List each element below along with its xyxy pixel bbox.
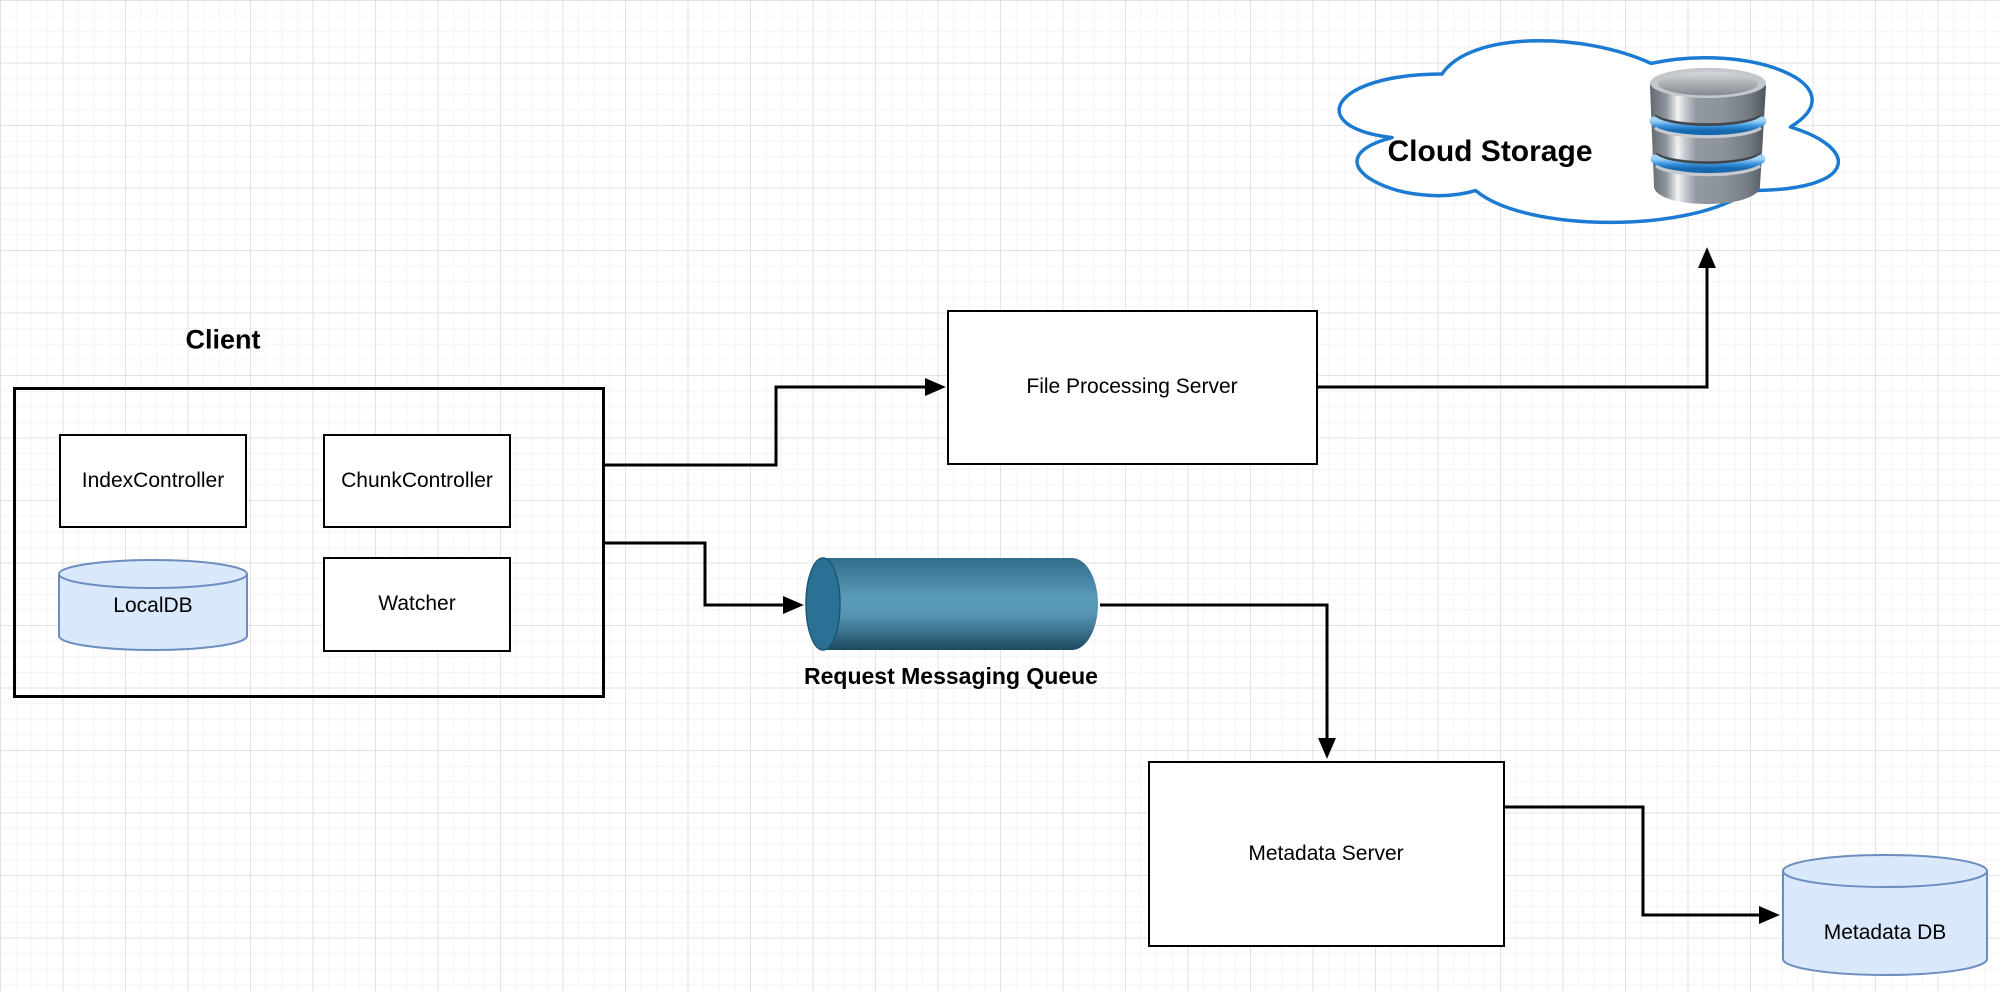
file-processing-server-box bbox=[947, 310, 1318, 465]
cloud-storage-label: Cloud Storage bbox=[1387, 134, 1593, 168]
client-group-box bbox=[13, 387, 605, 698]
edge-file-processing-server-to-cloud-storage bbox=[1318, 247, 1716, 389]
client-group-title: Client bbox=[185, 324, 261, 355]
metadata-server-box bbox=[1148, 761, 1505, 947]
metadata-server-label: Metadata Server bbox=[1248, 841, 1404, 865]
watcher-label: Watcher bbox=[378, 591, 456, 615]
metadata-db-cylinder bbox=[1782, 854, 1988, 976]
watcher-box bbox=[323, 557, 511, 652]
edge-request-queue-to-metadata-server bbox=[1100, 603, 1336, 759]
request-queue-label: Request Messaging Queue bbox=[804, 662, 1098, 689]
chunk-controller-box bbox=[323, 434, 511, 528]
local-db-label: LocalDB bbox=[113, 593, 193, 617]
edge-client-to-request-queue bbox=[605, 541, 804, 614]
edge-client-to-file-processing-server bbox=[605, 378, 946, 467]
index-controller-label: IndexController bbox=[81, 468, 225, 492]
database-icon bbox=[1649, 68, 1767, 204]
index-controller-box bbox=[59, 434, 247, 528]
cloud-shape bbox=[1337, 39, 1841, 225]
metadata-db-label: Metadata DB bbox=[1823, 920, 1947, 944]
chunk-controller-label: ChunkController bbox=[341, 468, 493, 492]
edge-metadata-server-to-metadata-db bbox=[1505, 805, 1780, 924]
file-processing-server-label: File Processing Server bbox=[1026, 374, 1238, 398]
request-queue-cylinder bbox=[805, 557, 1098, 651]
